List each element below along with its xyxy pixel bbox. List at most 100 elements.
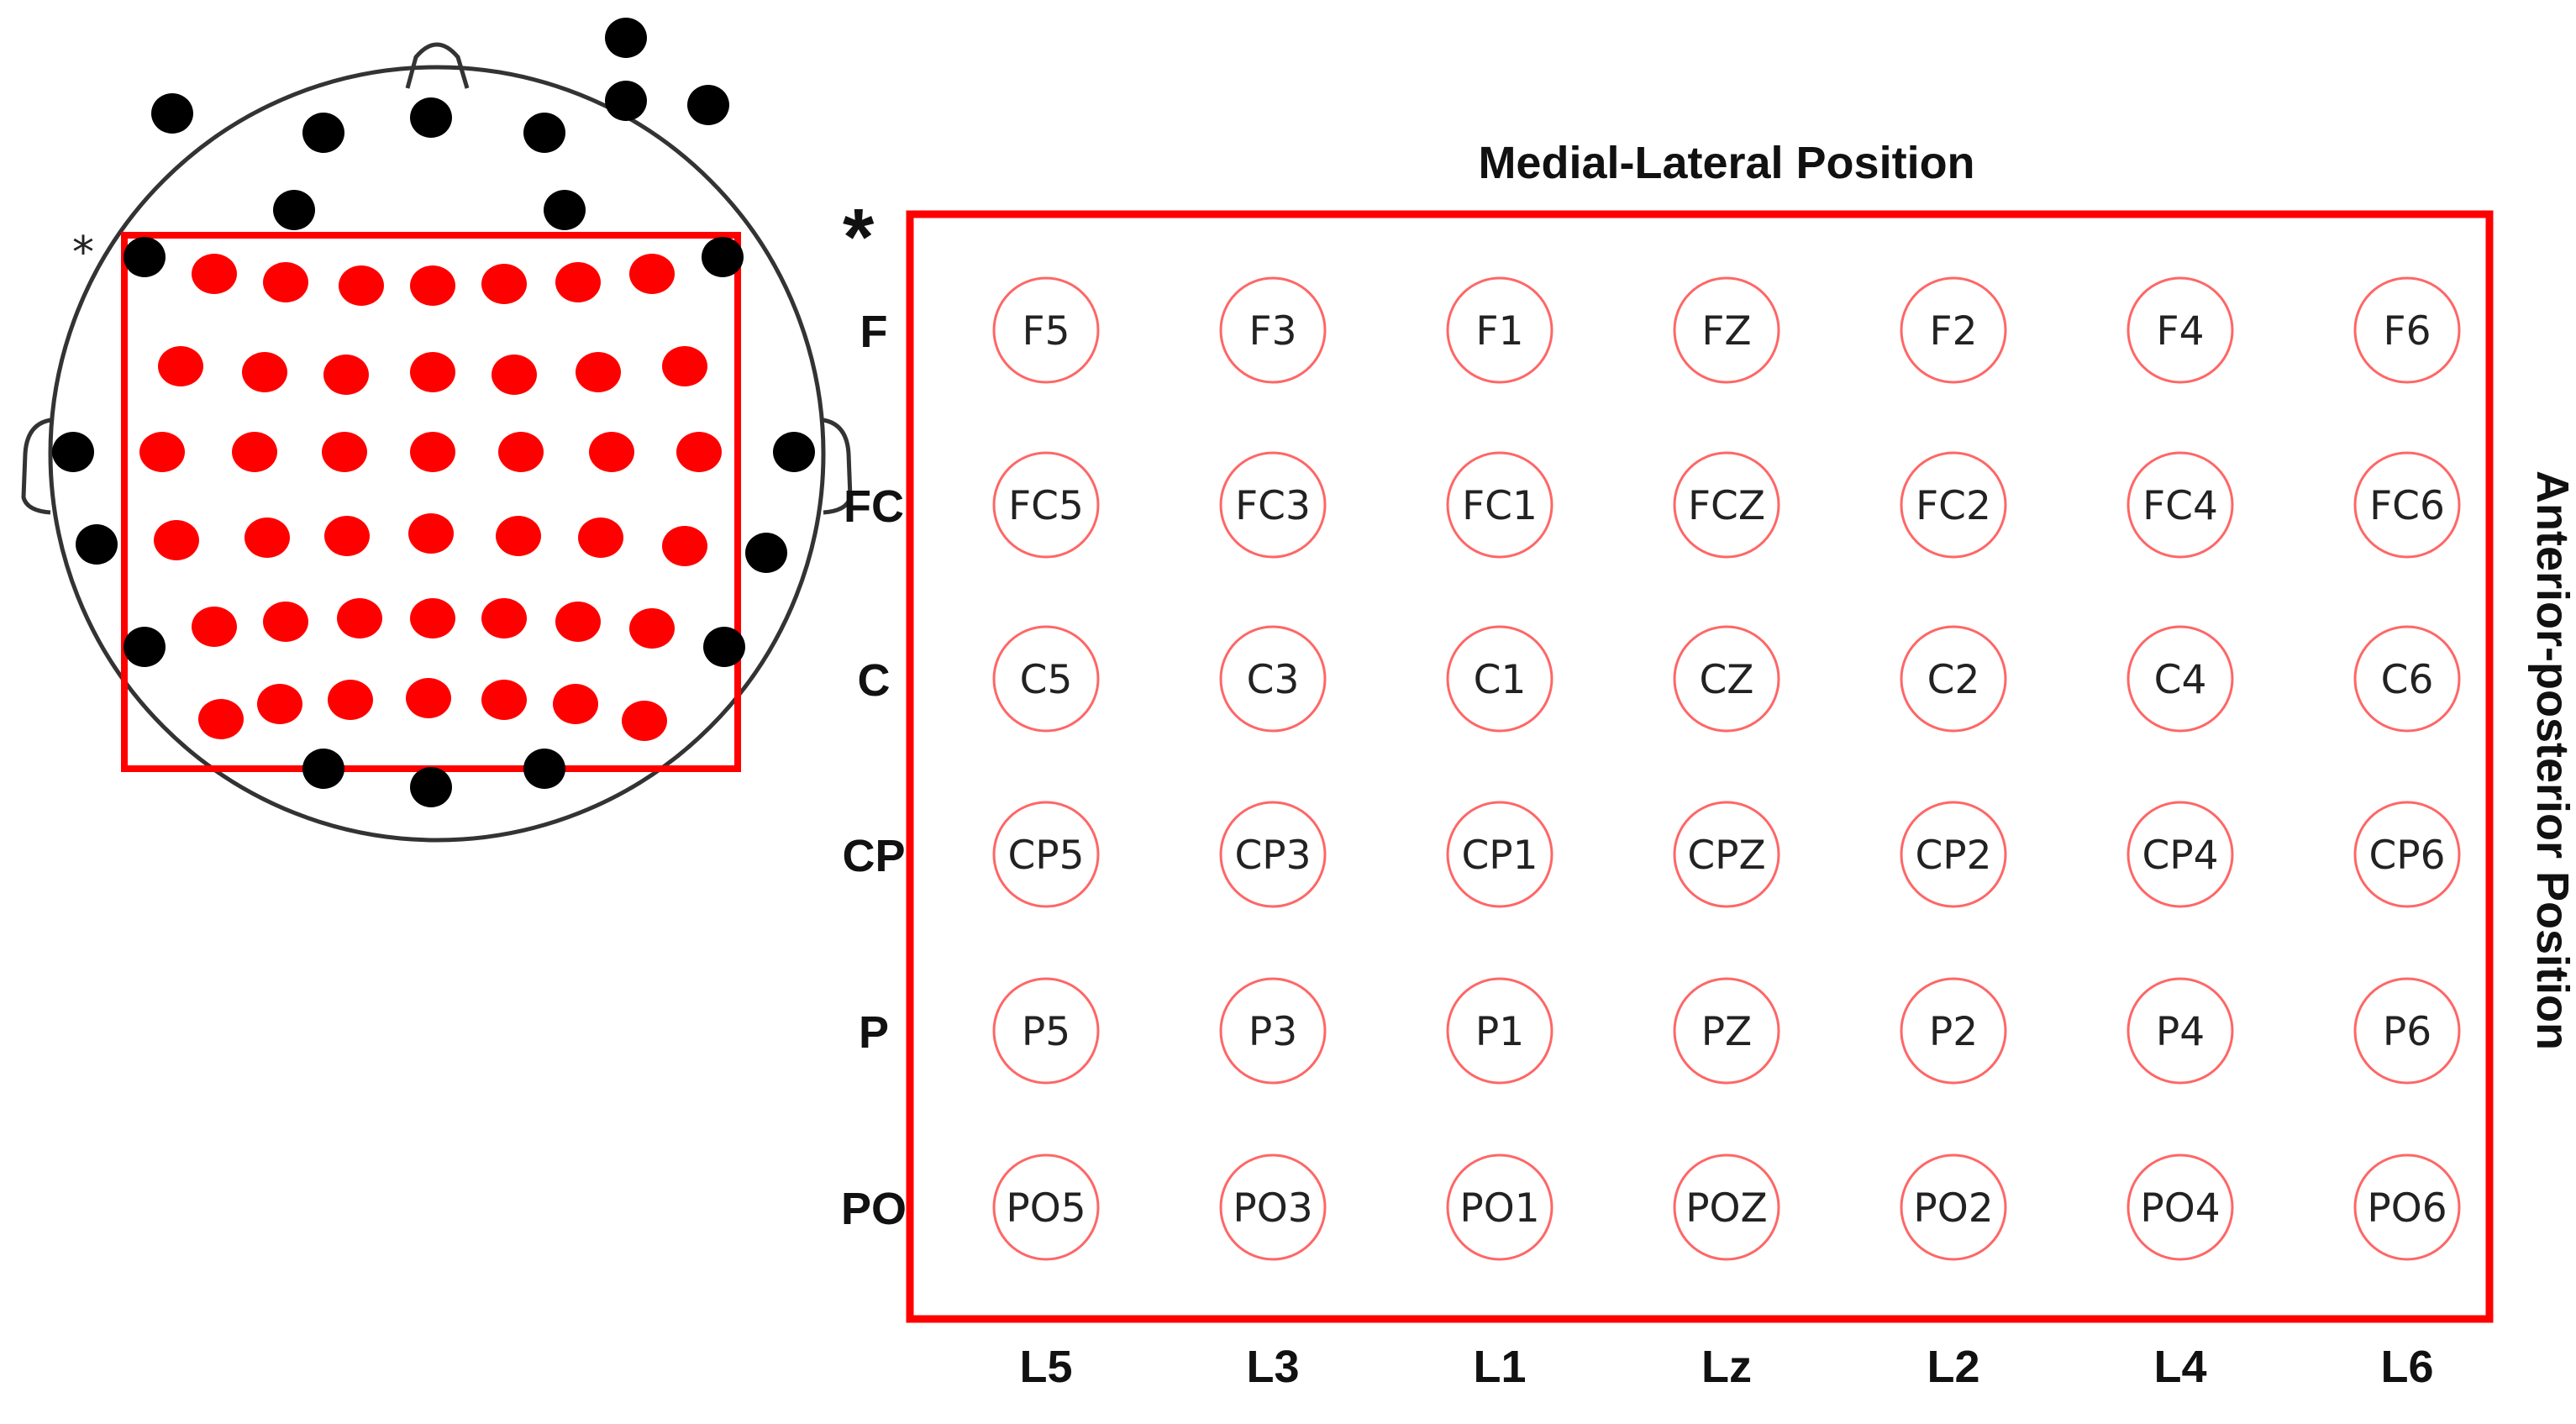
column-label: Lz [1701,1342,1752,1392]
electrode-label: CP5 [1007,833,1084,879]
row-label: PO [841,1184,907,1234]
row-label: CP [842,831,905,881]
electrode-circle [1900,977,2007,1085]
electrode-cell: FZ [1673,276,1780,384]
electrode-label: C6 [2381,657,2434,703]
electrode-cell: P2 [1900,977,2007,1085]
electrode-circle [2127,801,2234,908]
row-label: FC [844,481,904,532]
electrode-circle [1446,625,1553,733]
electrode-label: C2 [1927,657,1980,703]
electrode-dot-red [244,518,290,558]
electrode-circle [1900,625,2007,733]
electrode-circle [1900,451,2007,559]
electrode-cell: FC5 [992,451,1100,559]
electrode-label: FC3 [1235,483,1311,529]
left-ear-outline [21,418,51,515]
electrode-label: F1 [1476,308,1524,355]
electrode-dot-black [702,237,744,277]
electrode-label: F6 [2384,308,2431,355]
electrode-cell: FC3 [1219,451,1327,559]
medial-lateral-title: Medial-Lateral Position [1478,138,1974,188]
electrode-dot-red [154,520,199,560]
electrode-circle [992,977,1100,1085]
column-label: L6 [2380,1342,2433,1392]
electrode-dot-red [492,355,537,395]
electrode-dot-red [263,262,308,302]
electrode-circle [992,801,1100,908]
electrode-dot-red [232,432,277,472]
electrode-cell: FC4 [2127,451,2234,559]
electrode-dot-red [496,516,541,556]
electrode-label: F2 [1930,308,1978,355]
electrode-label: C1 [1474,657,1527,703]
electrode-dot-black [52,432,94,472]
column-label: L5 [1019,1342,1072,1392]
electrode-cell: C6 [2353,625,2461,733]
electrode-circle [1900,276,2007,384]
electrode-circle [1446,276,1553,384]
electrode-label: PO4 [2140,1185,2220,1232]
electrode-dot-black [773,432,815,472]
electrode-dot-red [662,346,707,386]
grid-asterisk: * [843,192,875,282]
electrode-cell: P5 [992,977,1100,1085]
electrode-circle [992,451,1100,559]
electrode-cell: PZ [1673,977,1780,1085]
electrode-dot-red [192,607,237,647]
electrode-label: CPZ [1687,833,1765,879]
electrode-dot-black [124,627,166,667]
electrode-circle [1446,451,1553,559]
electrode-label: P6 [2383,1009,2431,1055]
electrode-dot-red [339,265,384,306]
electrode-cell: P6 [2353,977,2461,1085]
electrode-dot-red [481,680,527,720]
electrode-dot-red [263,602,308,642]
electrode-cell: CP5 [992,801,1100,908]
electrode-cell: F3 [1219,276,1327,384]
electrode-label: CP1 [1461,833,1538,879]
electrode-cell: PO6 [2353,1153,2461,1261]
electrode-cell: C3 [1219,625,1327,733]
electrode-dot-black [544,190,586,230]
red-electrodes [139,254,722,741]
column-label: L4 [2153,1342,2206,1392]
electrode-circle [2127,1153,2234,1261]
electrode-circle [1219,625,1327,733]
electrode-dot-red [622,701,667,741]
electrode-cell: CP1 [1446,801,1553,908]
electrode-circle [1219,977,1327,1085]
head-outline [48,65,826,843]
electrode-label: FCZ [1688,483,1765,529]
electrode-circle [1446,801,1553,908]
electrode-cell: CP3 [1219,801,1327,908]
electrode-label: P1 [1475,1009,1524,1055]
electrode-label: C3 [1247,657,1300,703]
electrode-dot-black [605,81,647,121]
electrode-dot-red [676,432,722,472]
electrode-circle [992,276,1100,384]
electrode-cell: PO1 [1446,1153,1553,1261]
electrode-label: POZ [1685,1185,1768,1232]
electrode-label: PO3 [1233,1185,1312,1232]
electrode-dot-black [523,749,565,789]
electrode-dot-red [410,352,455,392]
electrode-cell: P4 [2127,977,2234,1085]
electrode-dot-red [242,352,287,392]
electrode-circle [2127,977,2234,1085]
row-label: C [858,655,891,706]
electrode-dot-red [498,432,544,472]
electrode-label: CP2 [1915,833,1991,879]
electrode-label: P3 [1249,1009,1297,1055]
electrode-circle [1219,1153,1327,1261]
electrode-cell: FC2 [1900,451,2007,559]
electrode-cell: C2 [1900,625,2007,733]
electrode-dot-red [553,684,598,724]
electrode-cell: CP4 [2127,801,2234,908]
column-label: L3 [1246,1342,1299,1392]
electrode-circle [1219,451,1327,559]
electrode-grid-panel: Medial-Lateral Position * Anterior-poste… [841,138,2576,1392]
electrode-label: C4 [2154,657,2207,703]
electrode-dot-red [139,432,185,472]
